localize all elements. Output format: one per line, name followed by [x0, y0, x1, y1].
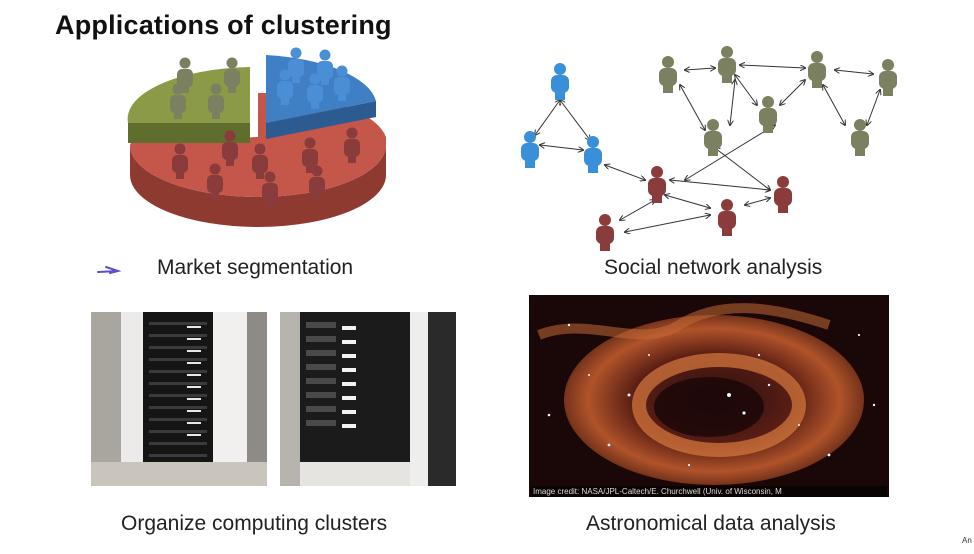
- maroon-network-people: [596, 166, 792, 251]
- pie-blue-side: [266, 101, 376, 139]
- caption-astronomical-data: Astronomical data analysis: [586, 512, 836, 535]
- blue-segment-people: [277, 47, 350, 109]
- pie-red-side: [130, 145, 386, 227]
- server-rack-photo-right: [280, 312, 456, 486]
- blue-network-people: [521, 63, 602, 173]
- corner-text: An: [962, 536, 972, 545]
- slide-title: Applications of clustering: [55, 10, 392, 40]
- nebula-photo: [529, 295, 889, 497]
- caption-market-segmentation: Market segmentation: [157, 256, 354, 279]
- server-rack-photo-left: [91, 312, 267, 486]
- pen-annotation-mark: [97, 266, 122, 274]
- caption-social-network: Social network analysis: [604, 256, 823, 279]
- pie-green-side: [128, 123, 250, 143]
- olive-network-people: [659, 46, 897, 156]
- caption-computing-clusters: Organize computing clusters: [121, 512, 388, 535]
- network-edges: [535, 65, 880, 232]
- social-network-image: [521, 46, 897, 251]
- image-credit-text: Image credit: NASA/JPL-Caltech/E. Church…: [531, 486, 887, 497]
- market-segmentation-image: [127, 47, 386, 227]
